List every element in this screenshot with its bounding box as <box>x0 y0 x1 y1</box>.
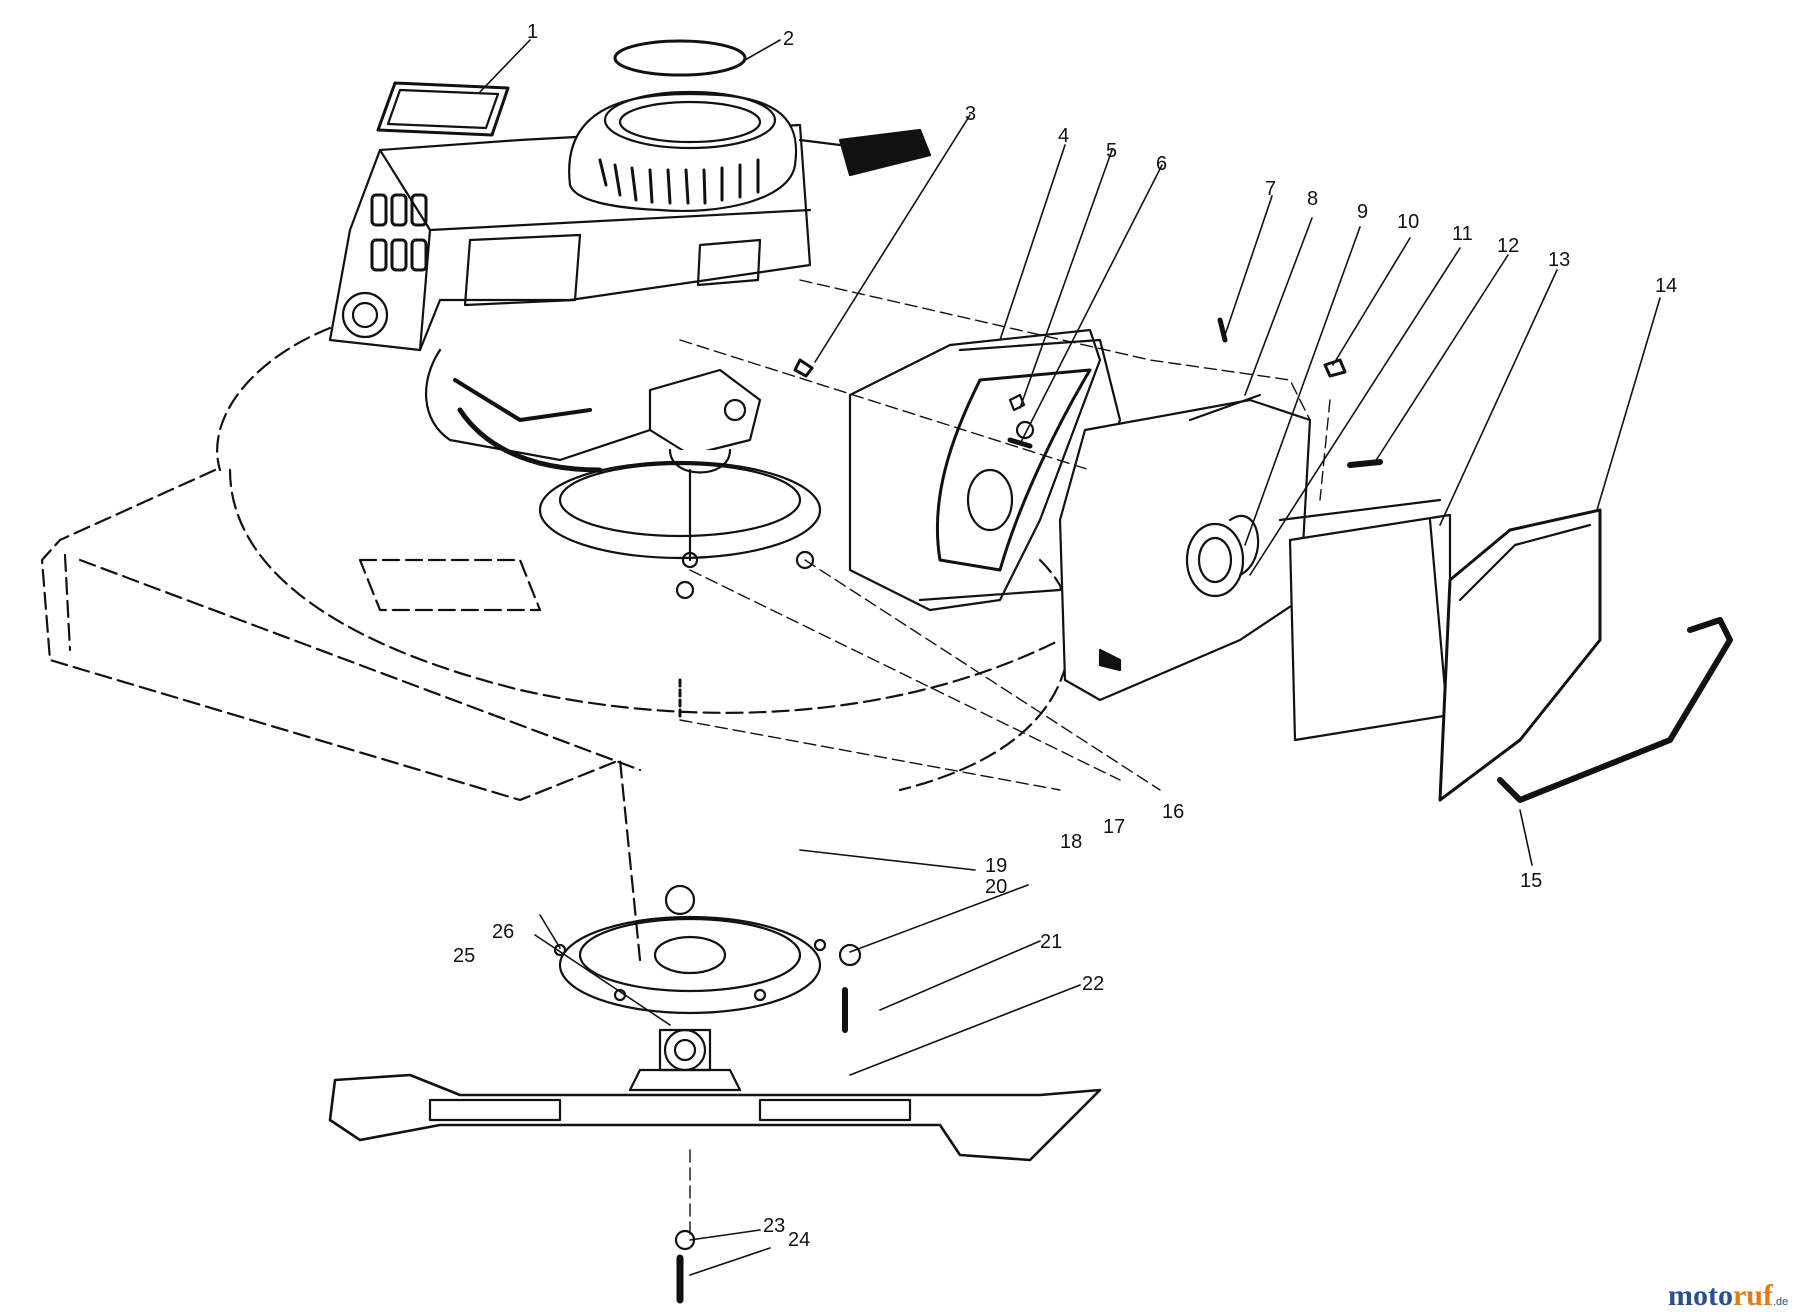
alignment-lines <box>679 279 1331 1241</box>
part-8-air-cleaner-body <box>1058 393 1312 702</box>
callout-19: 19 <box>985 855 1007 877</box>
part-13-gasket <box>1428 518 1447 692</box>
callout-1: 1 <box>527 21 538 43</box>
engine-assembly <box>328 90 932 569</box>
callout-20: 20 <box>985 876 1007 898</box>
callout-labels: 1 2 3 4 5 6 7 8 9 10 11 12 13 14 15 16 1… <box>453 21 1677 1251</box>
part-22-blade <box>328 1028 1102 1162</box>
callout-6: 6 <box>1156 153 1167 175</box>
part-1-gasket <box>376 81 510 137</box>
part-20-washer <box>838 943 862 967</box>
part-3-clip <box>793 358 814 378</box>
part-7-screw <box>1217 317 1228 343</box>
callout-10: 10 <box>1397 211 1419 233</box>
part-4-air-cleaner-base <box>848 328 1122 612</box>
callout-26: 26 <box>492 921 514 943</box>
part-25-spacer <box>658 1028 712 1072</box>
part-5-gasket <box>1008 393 1026 412</box>
part-14-cover <box>1438 508 1602 802</box>
watermark-suffix: .de <box>1773 1296 1788 1308</box>
callout-9: 9 <box>1357 201 1368 223</box>
callout-11: 11 <box>1452 223 1473 245</box>
callout-23: 23 <box>763 1215 785 1237</box>
callout-4: 4 <box>1058 125 1069 147</box>
part-26-adapter-plate <box>553 915 827 1015</box>
part-17-screw <box>675 580 695 600</box>
part-9-gasket <box>1228 514 1260 577</box>
leader-lines <box>479 39 1661 1276</box>
callout-15: 15 <box>1520 870 1542 892</box>
part-2-ring <box>613 39 747 77</box>
part-15-handle-rod <box>1497 617 1733 803</box>
part-6-screw <box>1007 437 1033 449</box>
callout-17: 17 <box>1103 816 1125 838</box>
part-19-washer <box>664 884 696 916</box>
svg-text:motoruf.de: motoruf.de <box>1668 1279 1788 1312</box>
callout-5: 5 <box>1106 140 1117 162</box>
watermark-accent: ruf <box>1733 1279 1774 1312</box>
watermark-logo: motoruf.de <box>1668 1279 1788 1312</box>
callout-25: 25 <box>453 945 475 967</box>
callout-22: 22 <box>1082 973 1104 995</box>
callout-13: 13 <box>1548 249 1570 271</box>
callout-7: 7 <box>1265 178 1276 200</box>
callout-18: 18 <box>1060 831 1082 853</box>
callout-21: 21 <box>1040 931 1062 953</box>
callout-8: 8 <box>1307 188 1318 210</box>
callout-12: 12 <box>1497 235 1519 257</box>
watermark-prefix: moto <box>1668 1279 1733 1312</box>
callout-16: 16 <box>1162 801 1184 823</box>
callout-2: 2 <box>783 28 794 50</box>
callout-14: 14 <box>1655 275 1677 297</box>
callout-24: 24 <box>788 1229 810 1251</box>
part-16-screw <box>795 550 815 570</box>
part-12-foam-filter <box>1278 498 1452 742</box>
callout-3: 3 <box>965 103 976 125</box>
